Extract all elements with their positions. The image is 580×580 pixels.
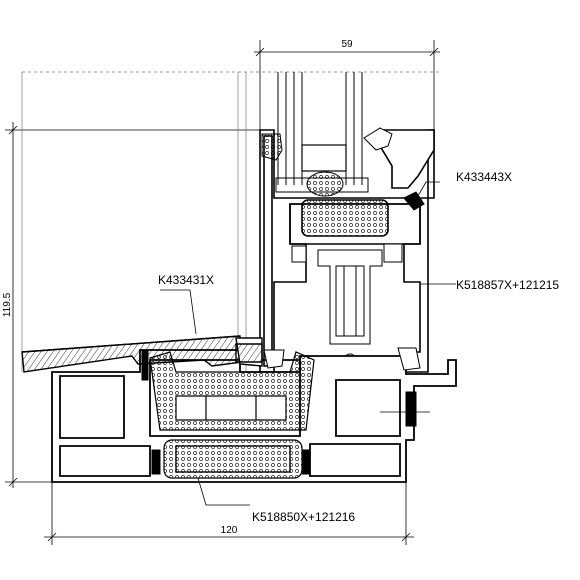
frame-left-lower-chamber [59,445,151,477]
hardware-channel-outer [317,249,383,345]
frame-clip-bottom [151,449,161,475]
frame-lower-bar-core [175,445,291,473]
part-label-glazing-bead: K433443X [456,170,512,184]
gasket-top-right [363,127,393,151]
gasket-mid-right [383,243,403,263]
sill-board-edge [21,335,241,353]
part-label-frame-profile: K518850X+121216 [252,510,355,524]
frame-clip [405,391,417,427]
leader-lines [160,181,456,506]
frame-gasket-right [397,347,421,371]
gaskets [261,127,425,263]
leader-sill-board [160,289,197,335]
gasket-top-left [261,133,283,161]
dim-bottom-tick-right [401,532,411,542]
frame-thermal-break [149,351,315,479]
sash-glazing-bead [379,129,435,189]
hardware-channel-inner [335,265,365,337]
dimension-bottom-label: 120 [221,525,238,536]
frame-gasket-left [263,349,285,369]
sash-thermal-bar [301,199,389,237]
dim-top-tick-right [429,47,439,57]
dim-bottom-tick-left [47,532,57,542]
dimension-lines [5,40,440,545]
glazing-unit [275,72,369,197]
dimension-top-label: 59 [341,39,353,50]
part-label-sash-profile: K518857X+121215 [456,278,559,292]
frame-gaskets [141,347,421,475]
dim-top-tick-left [255,47,265,57]
sill-board-fringe [235,343,263,363]
dim-left-tick-top [8,125,18,135]
frame-right-chamber [335,379,401,437]
part-label-sill-board: K433431X [158,273,214,287]
frame-center-channel [175,395,287,421]
reference-lines [21,71,440,372]
glass-spacer [301,144,347,172]
dim-left-tick-bottom [8,477,18,487]
leader-frame-profile [197,477,250,506]
glass-bottom-sealant [275,177,369,193]
dimension-left-label: 119.5 [2,292,13,317]
hardware-channel [317,249,383,367]
frame-left-chamber [59,375,125,439]
sill-board [21,335,263,373]
leader-glazing-bead [417,181,440,197]
gasket-right-wedge [403,191,425,211]
frame-clip-bottom-right [301,449,311,475]
gasket-mid-left [291,245,307,263]
